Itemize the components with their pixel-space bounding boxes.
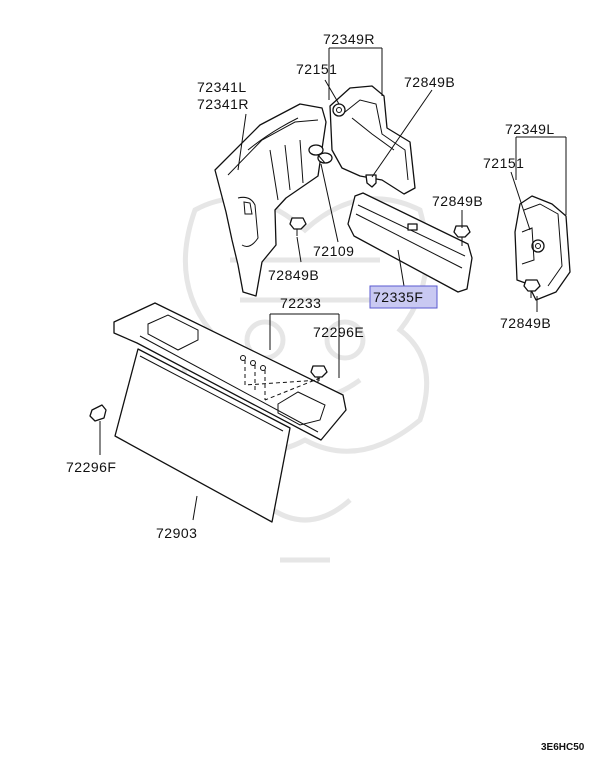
label-72849B-left: 72849B xyxy=(268,267,319,283)
board-72903 xyxy=(114,348,291,523)
rear-panel-72335F xyxy=(347,192,473,293)
label-72296E: 72296E xyxy=(313,324,364,340)
clip-72849B-mid xyxy=(453,225,471,246)
highlight-box-72335F xyxy=(369,285,438,309)
clip-72849B-left xyxy=(289,217,307,236)
clip-72849B-right xyxy=(523,279,541,298)
label-72151-right: 72151 xyxy=(483,155,524,171)
label-72849B-top: 72849B xyxy=(404,74,455,90)
label-72151-top: 72151 xyxy=(296,61,337,77)
label-72109: 72109 xyxy=(313,243,354,259)
clip-72296E xyxy=(310,365,328,383)
label-72849B-mid: 72849B xyxy=(432,193,483,209)
part-labels: 72349R 72151 72849B 72341L 72341R 72349L… xyxy=(66,31,585,753)
label-72341L: 72341L xyxy=(197,79,247,95)
label-72233: 72233 xyxy=(280,295,321,311)
label-72849B-right: 72849B xyxy=(500,315,551,331)
leader-lines xyxy=(99,47,567,521)
label-72335F: 72335F xyxy=(373,289,423,305)
label-72349R: 72349R xyxy=(323,31,375,47)
label-72296F: 72296F xyxy=(66,459,116,475)
quarter-trim-72349L xyxy=(514,195,571,301)
clip-72296F xyxy=(89,404,107,430)
label-72349L: 72349L xyxy=(505,121,555,137)
label-72903: 72903 xyxy=(156,525,197,541)
clip-72109 xyxy=(308,144,333,164)
quarter-trim-72349R xyxy=(329,85,416,195)
label-72341R: 72341R xyxy=(197,96,249,112)
package-tray-72233 xyxy=(113,302,347,441)
diagram-code: 3E6HC50 xyxy=(541,742,585,753)
side-trim-72341 xyxy=(214,103,327,297)
